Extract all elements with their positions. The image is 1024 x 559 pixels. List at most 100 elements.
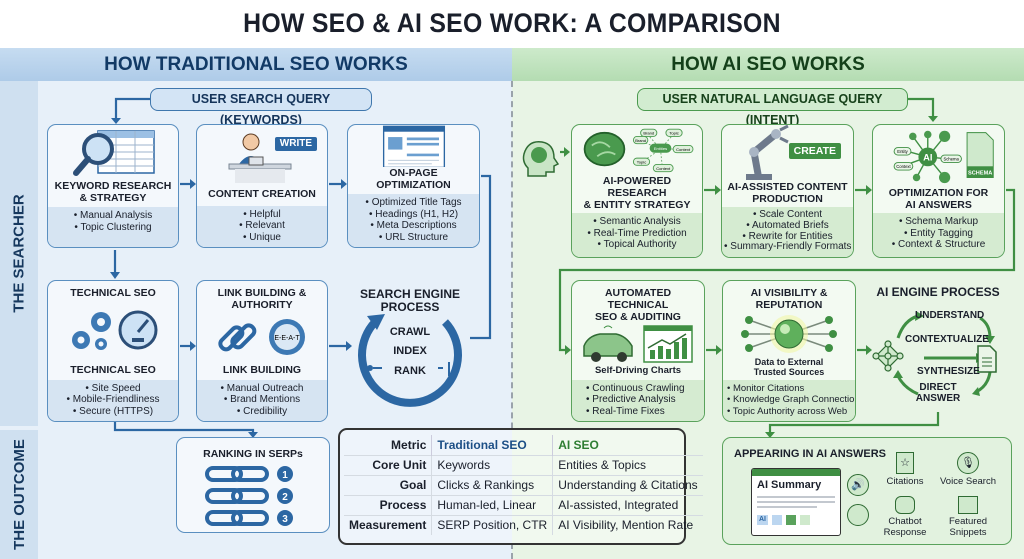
step-rank: RANK [394,365,426,377]
gears-speedometer-icon [48,299,178,364]
node-context: Context [676,147,691,152]
eeat-badge: E-E-A-T [274,335,300,342]
ai-cell: AI Visibility, Mention Rate [552,514,703,535]
rank-1: 1 [282,470,288,481]
automated-technical-card: AUTOMATED TECHNICAL SEO & AUDITING Self-… [571,280,705,422]
link-building-title: LINK BUILDING & [217,287,307,299]
list-item: • Meta Descriptions [370,220,457,231]
ai-content-production-title: AI-ASSISTED CONTENT [727,181,848,194]
user-search-query: USER SEARCH QUERY (KEYWORDS) [150,88,372,127]
list-item: • Schema Markup [898,216,979,227]
node-context-2: Context [656,166,671,171]
chain-link-icon: E-E-A-T [197,311,327,364]
divider [511,81,513,559]
metric-cell: Goal [344,474,432,495]
ai-cell: Entities & Topics [552,454,703,475]
header-ai: AI SEO [552,435,703,455]
ai-engine-process: AI ENGINE PROCESS UNDERSTAND CONTEXTUALI… [868,282,1018,412]
ai-chip: AI [757,515,768,525]
keyword-research-title: KEYWORD RESEARCH [54,180,172,192]
appearing-title: APPEARING IN AI ANSWERS [734,448,886,460]
snippet-card-icon [958,496,978,514]
cycle-arrow-icon [358,314,462,407]
list-item: • Monitor Citations [727,382,805,394]
ai-research-title-2: & ENTITY STRATEGY [583,199,691,211]
puzzle-icon [847,504,869,526]
ai-answers-title: OPTIMIZATION FOR [888,187,989,199]
list-item: • Real-Time Fixes [586,405,665,417]
schema-file-label: SCHEMA [968,171,992,177]
outcome-label: THE OUTCOME [0,430,38,559]
technical-seo-caption: TECHNICAL SEO [70,363,156,376]
ai-cycle-arrows [872,311,997,396]
feature-citations: ☆Citations [883,452,927,487]
ai-seo-header: HOW AI SEO WORKS [512,48,1024,81]
feature-label: Voice Search [940,476,996,487]
ai-engine-title: AI ENGINE PROCESS [876,285,1000,299]
list-item: • Unique [243,231,281,243]
list-item: • Optimized Title Tags [365,197,462,208]
list-item: • Site Speed [85,382,141,394]
ai-cell: Understanding & Citations [552,474,703,495]
link-building-card: LINK BUILDING & AUTHORITY E-E-A-T LINK B… [196,280,328,422]
speaker-icon: 🔊 [847,474,869,496]
list-item: • Manual Outreach [220,382,304,394]
search-engine-process: SEARCH ENGINE PROCESS CRAWL INDEX RANK [345,282,475,422]
magnifier-spreadsheet-icon [48,125,178,180]
ai-visibility-title-2: REPUTATION [755,299,823,311]
page-title: HOW SEO & AI SEO WORK: A COMPARISON [243,8,781,38]
create-badge: CREATE [788,143,841,159]
metric-cell: Process [344,494,432,515]
metric-cell: Core Unit [344,454,432,475]
step-synthesize: SYNTHESIZE [917,366,980,377]
list-item: • Topical Authority [597,239,677,250]
list-item: • URL Structure [378,231,449,243]
node-brand: Brand [643,131,654,136]
ai-answers-title-2: AI ANSWERS [905,199,972,211]
content-creation-card: WRITE CONTENT CREATION • Helpful• Releva… [196,124,328,248]
automated-technical-title-2: SEO & AUDITING [595,311,681,323]
list-item: • Topic Authority across Web [727,405,848,417]
ai-content-production-card: CREATE AI-ASSISTED CONTENT PRODUCTION • … [721,124,854,258]
feature-label-2: Response [883,526,927,538]
feature-label: Chatbot [888,516,922,527]
external-sources-caption: Data to External [754,356,824,367]
feature-voice-search: 🎙Voice Search [935,452,1001,487]
ai-cell: AI-assisted, Integrated [552,494,703,515]
mic-chip-icon [772,515,782,525]
technical-seo-card: TECHNICAL SEO TECHNICAL SEO • Site Speed… [47,280,179,422]
keyword-research-title-2: & STRATEGY [79,192,147,204]
webpage-icon [348,125,479,167]
list-item: • Helpful [243,208,281,220]
ai-summary-title: AI Summary [757,479,822,491]
automated-technical-title: AUTOMATED TECHNICAL [604,287,672,311]
list-item: • Knowledge Graph Connections [727,394,856,405]
metric-cell: Measurement [344,514,432,535]
list-item: • Summary-Friendly Formats [724,241,852,253]
list-item: • Entity Tagging [904,227,973,239]
chatbot-icon [895,496,915,514]
ranking-title: RANKING IN SERPs [203,448,303,460]
step-index: INDEX [393,345,427,357]
list-item: • Brand Mentions [223,394,301,405]
neural-network-icon [872,340,904,372]
node-schema: Schema [943,157,959,162]
ai-content-production-title-2: PRODUCTION [752,193,823,206]
list-item: • Predictive Analysis [586,394,676,405]
traditional-cell: Clicks & Rankings [431,474,553,495]
link-building-caption: LINK BUILDING [222,363,302,376]
robot-arm-icon: CREATE [722,125,853,181]
feature-label-2: Snippets [949,526,987,538]
glowing-network-icon [723,311,855,357]
node-context: Context [896,164,911,169]
step-contextualize: CONTEXTUALIZE [905,334,989,345]
